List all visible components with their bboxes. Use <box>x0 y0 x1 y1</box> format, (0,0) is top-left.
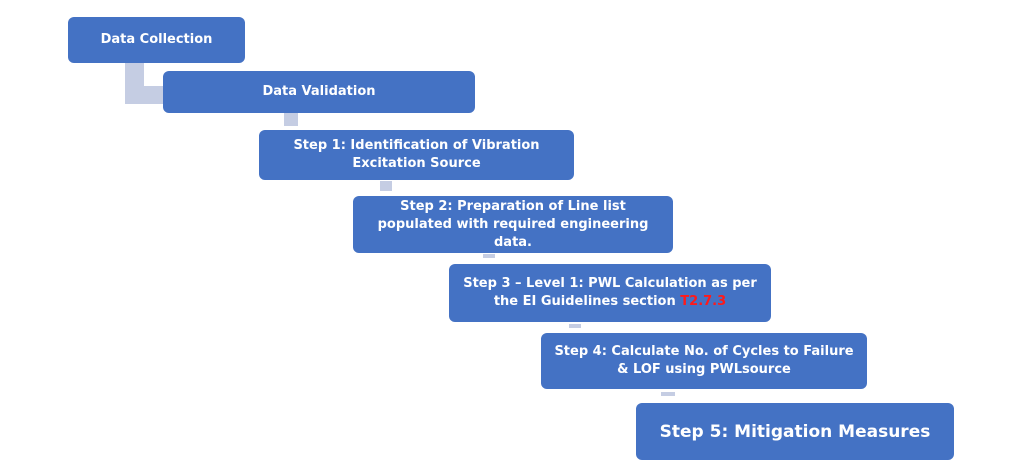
elbow-connector-horizontal <box>125 86 165 104</box>
step-box-step-5: Step 5: Mitigation Measures <box>636 403 954 460</box>
step-label: Data Collection <box>100 32 213 47</box>
step-box-data-collection: Data Collection <box>68 17 245 63</box>
connector-3 <box>483 254 495 258</box>
step-box-step-3: Step 3 – Level 1: PWL Calculation as per… <box>449 264 771 322</box>
step-box-step-2: Step 2: Preparation of Line list populat… <box>353 196 673 253</box>
step-label: Step 4: Calculate No. of Cycles to Failu… <box>554 344 854 377</box>
section-reference: T2.7.3 <box>680 294 727 309</box>
step-box-step-4: Step 4: Calculate No. of Cycles to Failu… <box>541 333 867 389</box>
step-label-wrap: Step 3 – Level 1: PWL Calculation as per… <box>457 275 763 311</box>
step-box-step-1: Step 1: Identification of Vibration Exci… <box>259 130 574 180</box>
step-label: Step 5: Mitigation Measures <box>659 421 931 442</box>
step-label: Data Validation <box>262 84 376 99</box>
step-label: Step 3 – Level 1: PWL Calculation as per… <box>463 276 757 309</box>
step-label: Step 2: Preparation of Line list populat… <box>377 198 649 250</box>
connector-4 <box>569 324 581 328</box>
step-label: Step 1: Identification of Vibration Exci… <box>293 138 540 171</box>
step-box-data-validation: Data Validation <box>163 71 475 113</box>
connector-2 <box>380 181 392 191</box>
connector-1 <box>284 113 298 126</box>
connector-5 <box>661 392 675 396</box>
